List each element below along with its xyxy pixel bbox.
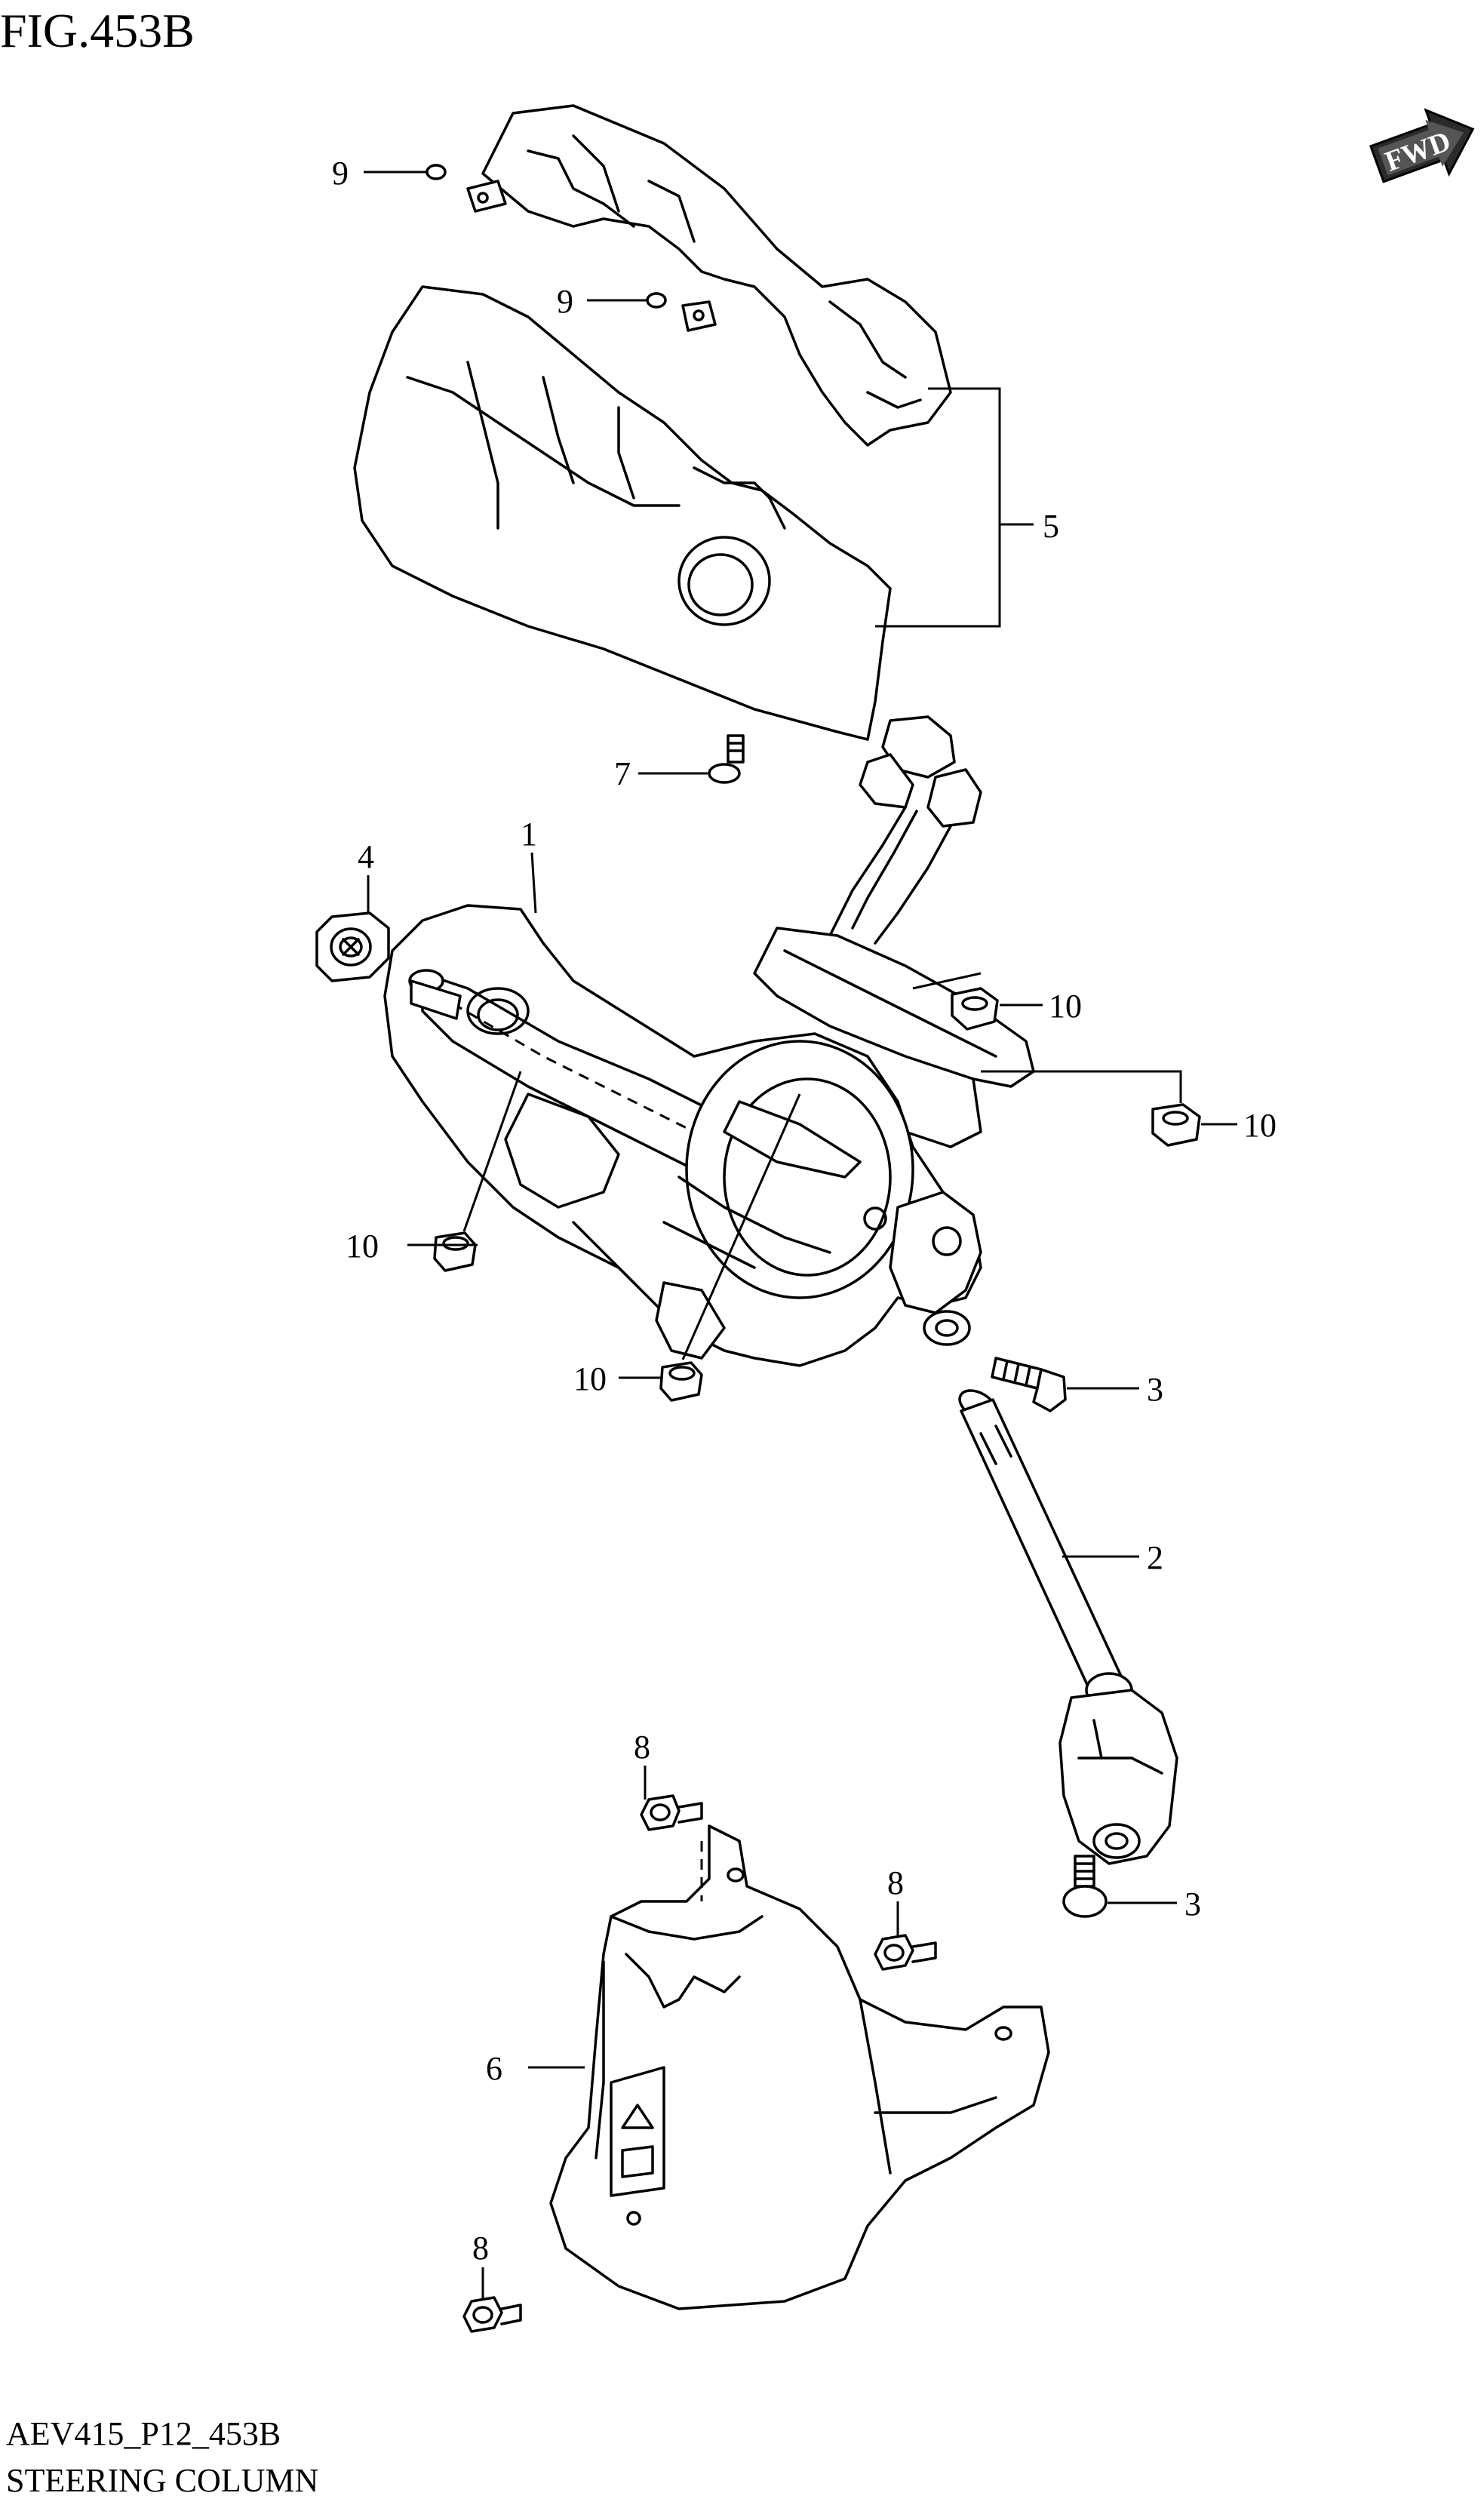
nut-4 xyxy=(315,911,390,982)
callout-9-lower: 9 xyxy=(557,283,573,320)
bolt-8-top xyxy=(640,1794,703,1831)
callout-10-right-lower: 10 xyxy=(1243,1107,1277,1144)
nut-10-right-lower xyxy=(1151,1103,1201,1147)
screw-7 xyxy=(708,734,745,784)
figure-title: FIG.453B xyxy=(0,4,195,57)
lower-column-cover xyxy=(353,285,892,741)
callout-5: 5 xyxy=(1043,508,1059,545)
callout-7: 7 xyxy=(614,755,631,792)
bolt-3-lower xyxy=(1062,1855,1108,1918)
callout-10-bottom: 10 xyxy=(573,1360,607,1397)
intermediate-shaft xyxy=(958,1389,1178,1865)
callout-2: 2 xyxy=(1147,1539,1163,1576)
steering-column-assembly xyxy=(383,904,982,1367)
nut-10-left xyxy=(433,1231,477,1272)
screw-9-upper xyxy=(426,164,507,213)
callout-10-right-upper: 10 xyxy=(1049,988,1082,1025)
wire-harness xyxy=(828,715,982,945)
callout-9-upper: 9 xyxy=(332,155,349,192)
callout-4: 4 xyxy=(358,838,374,875)
column-hole-cover xyxy=(549,1824,1050,2310)
bolt-3-upper xyxy=(991,1357,1067,1412)
screw-9-lower xyxy=(646,292,717,332)
callout-8-middle: 8 xyxy=(887,1864,904,1901)
callout-10-left: 10 xyxy=(346,1228,379,1265)
figure-code: AEV415_P12_453B xyxy=(6,2415,281,2452)
nut-10-right-upper xyxy=(951,987,999,1031)
column-bracket xyxy=(753,927,1035,1148)
callout-1: 1 xyxy=(521,816,537,853)
upper-column-cover xyxy=(481,104,952,447)
callout-6: 6 xyxy=(486,2050,502,2087)
callout-3-upper: 3 xyxy=(1147,1371,1163,1408)
leader-lines xyxy=(364,171,1237,2300)
fwd-arrow-icon: FWD xyxy=(1369,108,1475,183)
callout-8-top: 8 xyxy=(634,1729,650,1766)
nut-10-bottom xyxy=(659,1361,703,1402)
bolt-8-middle xyxy=(874,1934,937,1971)
figure-name: STEERING COLUMN xyxy=(6,2462,318,2499)
callout-8-bottom: 8 xyxy=(472,2230,489,2267)
callout-3-lower: 3 xyxy=(1184,1886,1201,1923)
bolt-8-bottom xyxy=(462,2296,522,2333)
